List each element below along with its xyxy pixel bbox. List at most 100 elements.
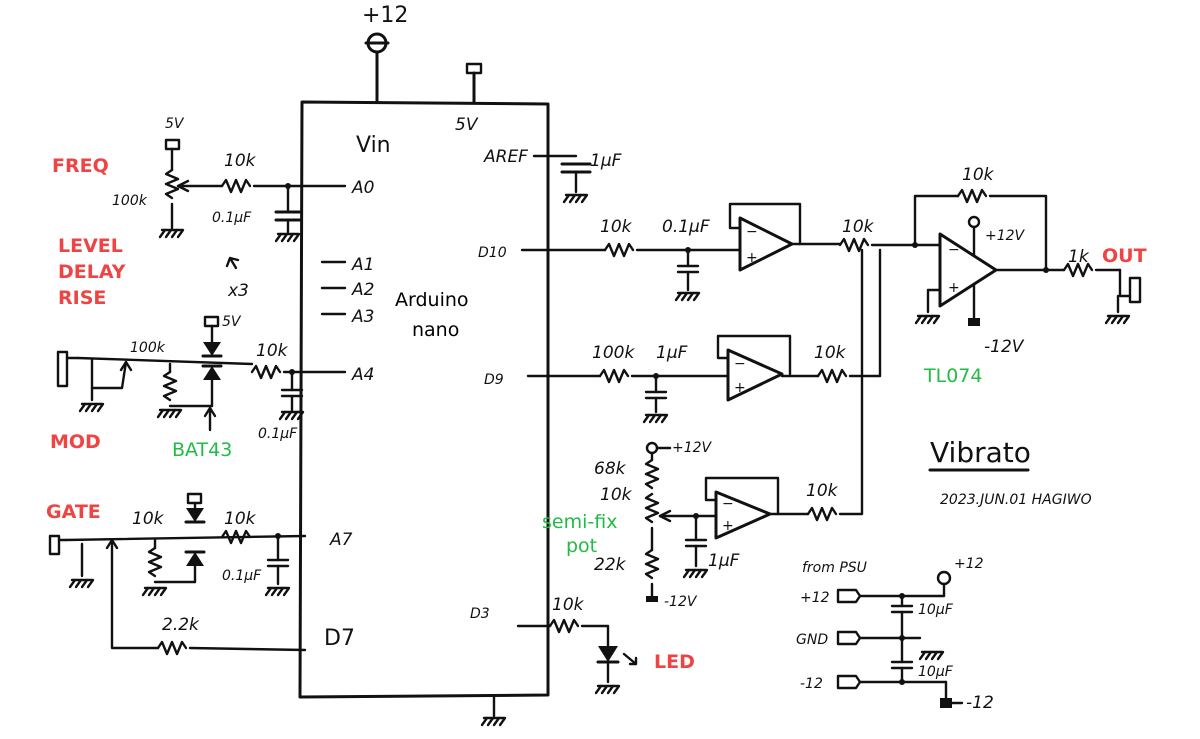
gate-jack — [48, 534, 84, 578]
mod-c-value: 0.1µF — [258, 426, 298, 442]
arduino-nano-body — [298, 100, 550, 699]
mod-5v-label: 5V — [222, 314, 242, 330]
freq-5v-terminal: 5V — [164, 116, 185, 172]
pin-d7: D7 — [324, 626, 355, 651]
freq-label: FREQ — [52, 155, 109, 177]
pin-a0: A0 — [351, 178, 374, 198]
pin-a1: A1 — [351, 255, 374, 275]
opamp-buffer-3: − + — [704, 476, 780, 540]
svg-text:−: − — [948, 242, 960, 258]
plus5-label: 5V — [455, 115, 479, 135]
trim-top-resistor — [644, 458, 660, 490]
psu-gnd-in-label: GND — [796, 632, 828, 648]
trim-bot-resistor — [644, 548, 660, 580]
level-label: LEVEL — [58, 235, 123, 257]
pin-d3: D3 — [470, 606, 490, 622]
pin-a7: A7 — [329, 530, 353, 550]
pin-a4: A4 — [351, 365, 374, 385]
pin-a2: A2 — [351, 280, 374, 300]
d9-resistor — [598, 368, 630, 384]
plus12-terminal: +12 — [362, 3, 408, 104]
pin-aref: AREF — [483, 147, 528, 167]
d10-mix-resistor — [838, 237, 870, 253]
opamp-buffer-2: − + — [716, 334, 792, 402]
tl074-label: TL074 — [923, 365, 982, 387]
trim-mix-value: 10k — [806, 481, 839, 501]
pin-a3: A3 — [351, 307, 374, 327]
d9-c-value: 1µF — [656, 343, 688, 363]
mod-input-resistor — [162, 370, 178, 402]
plus5-terminal: 5V — [455, 62, 483, 135]
out-label: OUT — [1102, 245, 1147, 267]
semi-fix-label: pot — [566, 535, 597, 557]
trim-m12v-label: -12V — [664, 594, 698, 610]
mod-resistor — [250, 364, 282, 380]
freq-pot — [164, 168, 180, 200]
mod-r-in-value: 100k — [130, 340, 166, 356]
d10-resistor — [603, 242, 635, 258]
gate-c-value: 0.1µF — [222, 568, 262, 584]
svg-text:−: − — [746, 224, 758, 240]
arduino-name: Arduino — [395, 289, 469, 311]
svg-text:−: − — [734, 356, 746, 372]
freq-c-value: 0.1µF — [212, 210, 252, 226]
psu-p12-in-label: +12 — [800, 590, 830, 606]
multiplier-label: x3 — [227, 281, 249, 301]
trim-c-value: 1µF — [708, 551, 740, 571]
led-r-value: 10k — [552, 595, 585, 615]
svg-text:+: + — [734, 380, 746, 396]
trim-pot — [644, 492, 660, 524]
svg-text:−: − — [722, 496, 734, 512]
mod-5v-terminal: 5V — [203, 314, 242, 344]
from-psu-label: from PSU — [802, 560, 867, 576]
gate-d7-r-value: 2.2k — [162, 615, 200, 635]
arduino-name: nano — [412, 319, 459, 341]
trim-pot-value: 10k — [600, 485, 633, 505]
gate-input-resistor — [147, 546, 163, 578]
psu-p12-out-label: +12 — [954, 556, 984, 572]
bat43-label: BAT43 — [172, 439, 232, 461]
d10-mix-value: 10k — [842, 217, 875, 237]
opamp-mixer: − + — [938, 232, 998, 308]
trim-mix-resistor — [806, 506, 838, 522]
trim-12v-terminal: +12V — [645, 440, 713, 456]
trim-12v-label: +12V — [672, 440, 713, 456]
led-resistor — [548, 618, 580, 634]
d9-mix-value: 10k — [814, 343, 847, 363]
mod-jack — [56, 350, 94, 402]
mixer-12v-label: +12V — [985, 228, 1026, 244]
delay-label: DELAY — [58, 261, 126, 283]
mod-r-value: 10k — [256, 341, 289, 361]
svg-text:+: + — [746, 250, 758, 266]
pin-vin: Vin — [356, 133, 391, 158]
psu-c1-value: 10µF — [918, 602, 954, 618]
gate-r-value: 10k — [132, 509, 165, 529]
svg-text:+: + — [948, 280, 960, 296]
psu-m12-in-label: -12 — [800, 676, 823, 692]
rise-label: RISE — [58, 287, 106, 309]
output-jack — [1116, 268, 1142, 314]
pin-d9: D9 — [484, 372, 504, 388]
gate-r2-value: 10k — [224, 509, 257, 529]
semi-fix-label: semi-fix — [542, 511, 617, 533]
gate-d7-resistor — [156, 640, 188, 656]
schematic-title: Vibrato — [930, 436, 1031, 469]
mixer-m12v-label: -12V — [984, 337, 1025, 357]
svg-text:+: + — [722, 518, 734, 534]
psu-c2-value: 10µF — [918, 664, 954, 680]
freq-5v-label: 5V — [165, 116, 185, 132]
plus12-label: +12 — [362, 3, 408, 28]
output-r-value: 1k — [1068, 247, 1090, 267]
psu-m12-out-label: -12 — [966, 693, 994, 713]
aref-c-value: 1µF — [590, 151, 622, 171]
pin-d10: D10 — [478, 245, 507, 261]
feedback-resistor — [956, 188, 988, 204]
d10-r-value: 10k — [600, 217, 633, 237]
opamp-buffer-1: − + — [728, 202, 802, 272]
mod-label: MOD — [50, 431, 101, 453]
led-label: LED — [654, 651, 695, 673]
gate-label: GATE — [46, 501, 101, 523]
freq-resistor — [220, 178, 252, 194]
freq-pot-value: 100k — [112, 193, 148, 209]
